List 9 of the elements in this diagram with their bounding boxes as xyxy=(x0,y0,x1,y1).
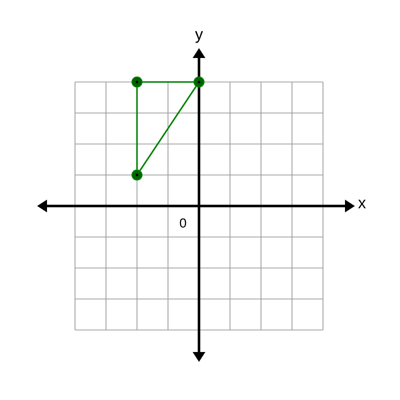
line-segment xyxy=(136,88,138,170)
plotted-point xyxy=(132,170,142,180)
plotted-point xyxy=(132,76,142,88)
line-segment xyxy=(142,81,194,83)
plotted-point xyxy=(194,76,204,88)
axis-label: y xyxy=(195,31,203,43)
axis-label: x xyxy=(358,200,366,208)
origin-label: 0 xyxy=(180,218,186,228)
line-segment xyxy=(139,86,197,171)
